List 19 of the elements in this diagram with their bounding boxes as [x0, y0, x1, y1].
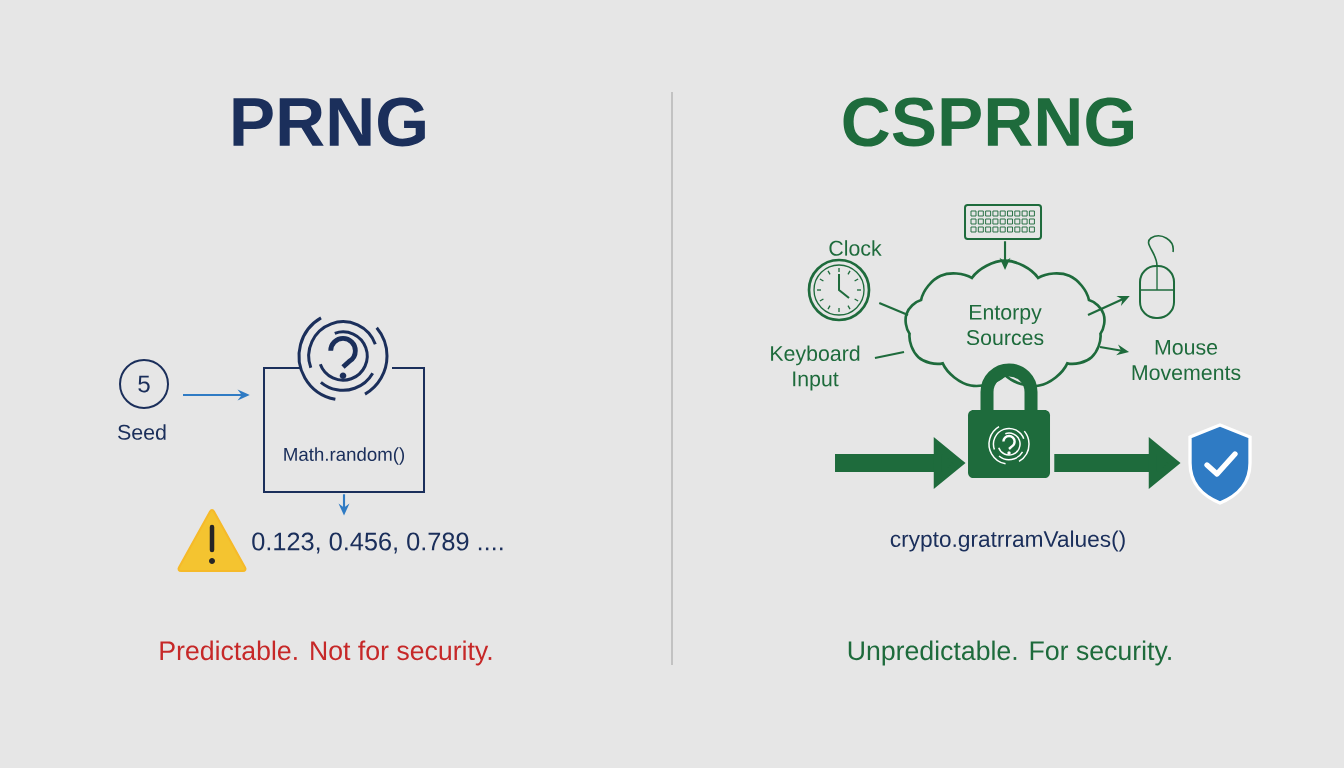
entropy-cloud: Entorpy Sources [904, 259, 1106, 388]
keyboard-icon [964, 204, 1042, 240]
source-label: Mouse Movements [1132, 339, 1241, 381]
conclusion-text: Unpredictable. For security. [848, 640, 1171, 666]
conclusion-text: Predictable. Not for security. [160, 640, 492, 666]
heading: PRNG [233, 97, 425, 147]
code-text: crypto.gratrramValues() [890, 530, 1125, 552]
connector-line [874, 350, 905, 360]
shield-icon [1188, 423, 1252, 505]
function-box: Math.random() [263, 316, 425, 493]
node-caption: Seed [118, 424, 166, 440]
output-text: 0.123, 0.456, 0.789 .... [252, 532, 503, 554]
heading: CSPRNG [843, 97, 1133, 147]
source-label: Keyboard Input [771, 345, 860, 391]
node-caption: Clock [829, 240, 882, 256]
connector-line [878, 302, 909, 316]
mouse-icon [1139, 235, 1175, 319]
node-label: Math.random() [284, 447, 405, 465]
padlock-icon [968, 363, 1050, 478]
